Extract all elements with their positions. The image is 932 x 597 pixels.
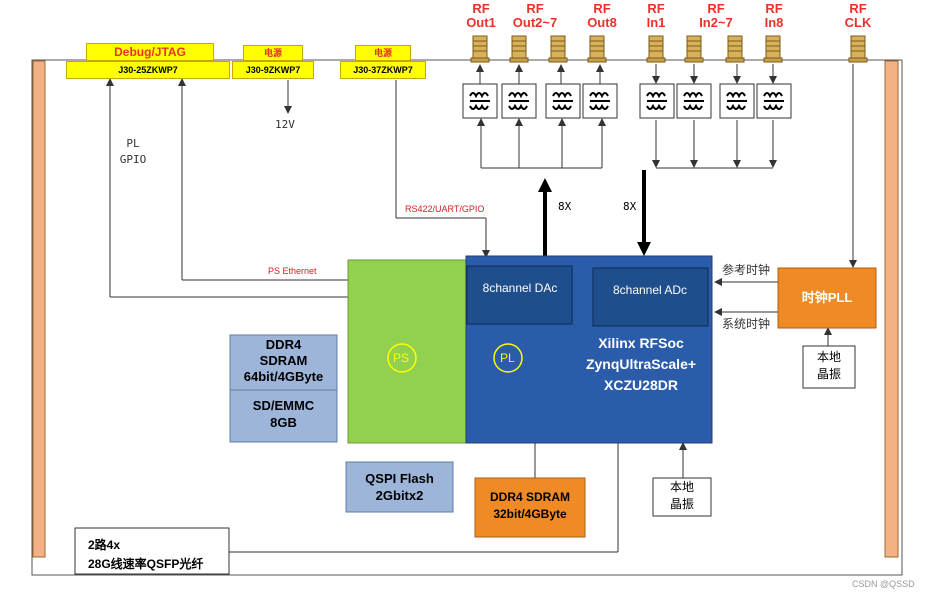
ddr4-ps-line3: 64bit/4GByte bbox=[243, 369, 324, 384]
adc-fanin bbox=[652, 120, 777, 169]
power1-part-box: J30-9ZKWP7 bbox=[232, 61, 314, 79]
connector-wiring bbox=[106, 78, 832, 553]
rf-in8-label: RF In8 bbox=[764, 1, 784, 30]
qsfp-line2: 28G线速率QSFP光纤 bbox=[88, 557, 204, 571]
dac-block bbox=[466, 265, 573, 325]
sma-connector-in7 bbox=[725, 35, 745, 63]
rf-balun-arrows bbox=[476, 64, 777, 84]
rf-out2-7-label: RF Out2~7 bbox=[512, 1, 558, 30]
qspi-line2: 2Gbitx2 bbox=[375, 488, 424, 503]
rf-in1-label: RF In1 bbox=[646, 1, 666, 30]
debug-jtag-title: Debug/JTAG bbox=[114, 45, 186, 59]
ref-clock-label: 参考时钟 bbox=[722, 263, 771, 277]
pl-label: PL bbox=[500, 351, 515, 365]
osc2-line2: 晶振 bbox=[669, 497, 694, 511]
qspi-block bbox=[345, 461, 454, 513]
dac-count-label: 8X bbox=[558, 200, 572, 213]
sma-connector-out7 bbox=[548, 35, 568, 63]
balun-icon bbox=[639, 83, 675, 119]
emmc-line2: 8GB bbox=[270, 415, 297, 430]
osc-block-bottom bbox=[652, 477, 712, 517]
balun-icon bbox=[676, 83, 712, 119]
sma-connector-out8 bbox=[587, 35, 607, 63]
qsfp-line1: 2路4x bbox=[88, 538, 121, 552]
ps-label: PS bbox=[393, 351, 410, 365]
ps-ethernet-label: PS Ethernet bbox=[268, 266, 317, 276]
balun-icon bbox=[462, 83, 498, 119]
rf-out1-label: RF Out1 bbox=[466, 1, 496, 30]
debug-jtag-connector: Debug/JTAG bbox=[86, 43, 214, 61]
rf-clk-label: RF CLK bbox=[844, 1, 872, 30]
sma-connector-in2 bbox=[684, 35, 704, 63]
balun-icon bbox=[545, 83, 581, 119]
pl-gpio-label: PL GPIO bbox=[119, 137, 147, 166]
emmc-block bbox=[229, 389, 338, 443]
fpga-line2: ZynqUltraScale+ bbox=[585, 356, 697, 372]
osc2-line1: 本地 bbox=[669, 480, 694, 494]
clock-pll-block bbox=[777, 267, 877, 329]
ddr4-ps-line2: SDRAM bbox=[259, 353, 308, 368]
rf-connectors bbox=[470, 35, 868, 63]
fpga-line1: Xilinx RFSoc bbox=[598, 335, 684, 351]
right-rail bbox=[884, 60, 899, 558]
adc-label: 8channel ADc bbox=[612, 283, 688, 297]
balun-transformers bbox=[462, 83, 792, 119]
balun-icon bbox=[582, 83, 618, 119]
balun-icon bbox=[756, 83, 792, 119]
adc-block bbox=[592, 267, 709, 327]
dac-fanout bbox=[477, 118, 606, 169]
sma-connector-out1 bbox=[470, 35, 490, 63]
osc1-line2: 晶振 bbox=[816, 367, 841, 381]
ps-circle bbox=[387, 343, 417, 373]
power1-title: 电源 bbox=[263, 48, 282, 58]
sys-clock-label: 系统时钟 bbox=[722, 317, 771, 331]
power1-title-box: 电源 bbox=[243, 45, 303, 61]
fpga-line3: XCZU28DR bbox=[604, 377, 678, 393]
clock-pll-label: 时钟PLL bbox=[801, 290, 853, 305]
debug-jtag-part-label: J30-25ZKWP7 bbox=[118, 65, 178, 75]
watermark: CSDN @QSSD bbox=[852, 579, 915, 589]
sma-connector-clk bbox=[848, 35, 868, 63]
balun-icon bbox=[719, 83, 755, 119]
power1-part: J30-9ZKWP7 bbox=[245, 65, 301, 75]
sma-connector-in8 bbox=[763, 35, 783, 63]
emmc-line1: SD/EMMC bbox=[252, 398, 315, 413]
power2-part-box: J30-37ZKWP7 bbox=[340, 61, 426, 79]
adc-count-label: 8X bbox=[623, 200, 637, 213]
dac-label: 8channel DAc bbox=[482, 281, 558, 295]
ddr4-pl-line2: 32bit/4GByte bbox=[493, 507, 567, 521]
qsfp-block bbox=[74, 527, 230, 575]
power2-title: 电源 bbox=[373, 48, 392, 58]
ddr4-ps-line1: DDR4 bbox=[265, 337, 302, 352]
ps-block bbox=[347, 259, 467, 444]
pl-circle bbox=[493, 343, 523, 373]
left-rail bbox=[32, 60, 46, 558]
ddr4-pl-line1: DDR4 SDRAM bbox=[489, 490, 570, 504]
qspi-line1: QSPI Flash bbox=[365, 471, 434, 486]
board-outline bbox=[31, 59, 903, 576]
power2-title-box: 电源 bbox=[355, 45, 411, 61]
rf-in2-7-label: RF In2~7 bbox=[699, 1, 733, 30]
sma-connector-out2 bbox=[509, 35, 529, 63]
ddr4-pl-block bbox=[474, 477, 586, 538]
balun-icon bbox=[501, 83, 537, 119]
power2-part: J30-37ZKWP7 bbox=[353, 65, 413, 75]
osc1-line1: 本地 bbox=[816, 350, 841, 364]
rf-out8-label: RF Out8 bbox=[587, 1, 617, 30]
rs422-label: RS422/UART/GPIO bbox=[405, 204, 485, 214]
voltage-label: 12V bbox=[275, 118, 295, 131]
osc-block-right bbox=[802, 345, 856, 389]
debug-jtag-part: J30-25ZKWP7 bbox=[66, 61, 230, 79]
sma-connector-in1 bbox=[646, 35, 666, 63]
